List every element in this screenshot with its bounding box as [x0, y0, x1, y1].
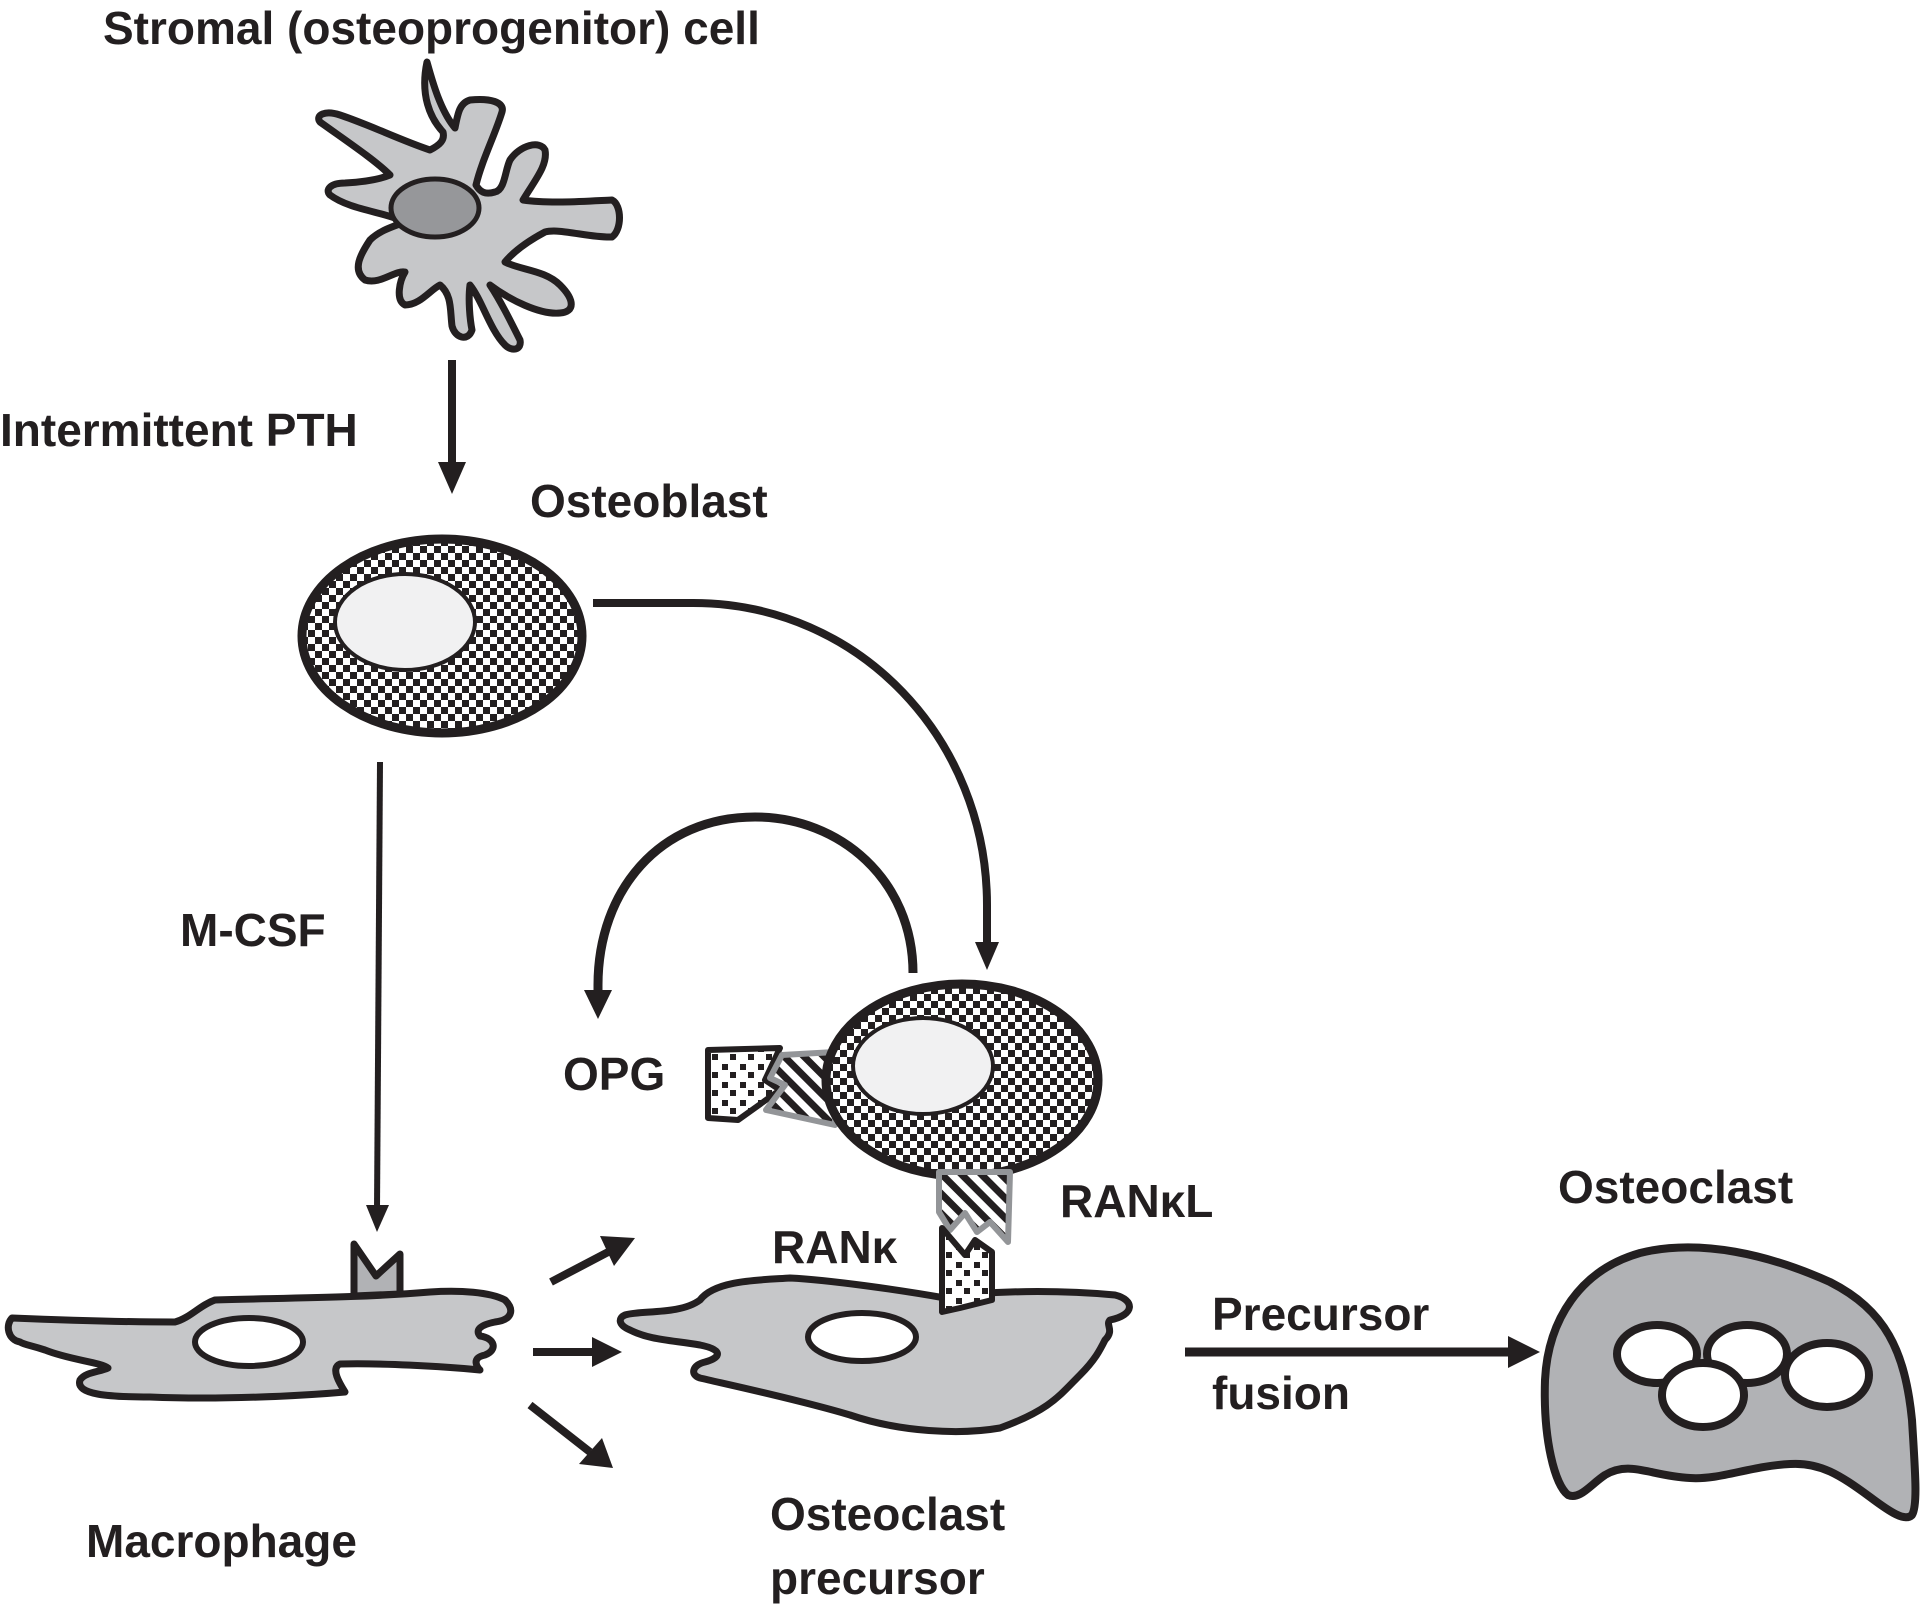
- osteoblast-to-rankl-arrow: [593, 599, 999, 970]
- rank-label: RANκ: [772, 1221, 898, 1273]
- precursor-fusion-label-line2: fusion: [1212, 1367, 1350, 1419]
- stromal-cell-label: Stromal (osteoprogenitor) cell: [103, 2, 760, 54]
- pth-arrow: [438, 360, 466, 494]
- osteoclast-cell: [1540, 1243, 1920, 1522]
- rankl-molecule: [936, 1169, 1013, 1245]
- arrow-right: [533, 1337, 622, 1367]
- macrophage-label: Macrophage: [86, 1515, 357, 1567]
- macrophage-cell: [4, 1240, 515, 1402]
- osteoclast-nucleus-4: [1781, 1339, 1873, 1411]
- precursor-fusion-arrow: [1185, 1336, 1540, 1368]
- differentiation-arrows: [527, 1236, 635, 1468]
- osteoblast-nucleus: [333, 572, 477, 672]
- stromal-cell: [315, 58, 623, 353]
- arrow-down-right: [527, 1401, 613, 1468]
- macrophage-nucleus: [192, 1315, 306, 1369]
- intermittent-pth-label: Intermittent PTH: [0, 404, 358, 456]
- osteoclast-nucleus-3: [1658, 1359, 1748, 1431]
- osteoblast-cell: [297, 534, 587, 738]
- rankl-bound-to-opg: [763, 1049, 838, 1128]
- precursor-fusion-label-line1: Precursor: [1212, 1288, 1429, 1340]
- opg-label: OPG: [563, 1048, 665, 1100]
- rankl-label: RANκL: [1060, 1175, 1213, 1227]
- osteoclast-precursor-nucleus: [805, 1310, 919, 1364]
- osteoclast-label: Osteoclast: [1558, 1161, 1793, 1213]
- opg-feedback-arrow: [584, 812, 918, 1019]
- osteoclast-precursor-label-line1: Osteoclast: [770, 1488, 1005, 1540]
- m-csf-label: M-CSF: [180, 904, 326, 956]
- osteoblast-label: Osteoblast: [530, 475, 768, 527]
- rank-receptor: [939, 1225, 995, 1315]
- osteoblast-rankl-nucleus: [851, 1016, 995, 1116]
- m-csf-receptor: [350, 1240, 404, 1300]
- osteoclast-precursor-cell: [616, 1274, 1133, 1436]
- osteoblast-rankl-cell: [821, 979, 1103, 1181]
- arrow-up-right: [549, 1236, 635, 1286]
- stromal-nucleus: [388, 176, 482, 240]
- osteoclast-precursor-label-line2: precursor: [770, 1552, 985, 1604]
- m-csf-arrow: [366, 761, 389, 1232]
